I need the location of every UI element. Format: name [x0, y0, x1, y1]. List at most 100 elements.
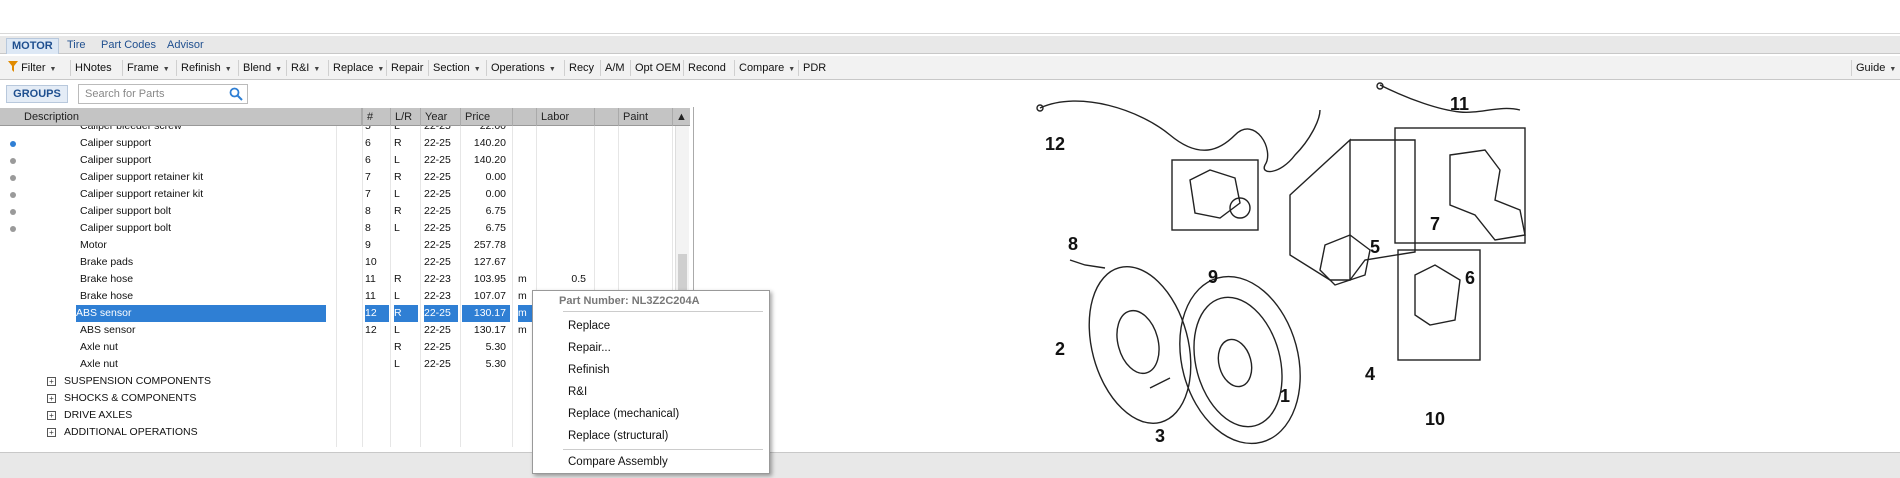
caliper-4: [1319, 234, 1371, 286]
section-button[interactable]: Section▼: [428, 60, 481, 76]
expand-icon[interactable]: +: [47, 411, 56, 420]
filter-button[interactable]: Filter▼: [4, 60, 56, 76]
menu-item-replace[interactable]: Replace: [568, 320, 611, 332]
sort-up-icon[interactable]: ▲: [672, 108, 690, 126]
cell-lr: L: [394, 324, 400, 336]
cell-lr: R: [394, 273, 402, 285]
operations-label: Operations: [491, 62, 545, 74]
context-menu-header: Part Number: NL3Z2C204A: [559, 295, 700, 307]
menu-item-refinish[interactable]: Refinish: [568, 364, 610, 376]
group-row[interactable]: + DRIVE AXLES: [0, 407, 675, 424]
cell-price: 0.00: [485, 188, 506, 200]
replace-button[interactable]: Replace▼: [328, 60, 384, 76]
menu-item-repair[interactable]: Repair...: [568, 342, 611, 354]
context-menu: Part Number: NL3Z2C204A Replace Repair..…: [532, 290, 770, 474]
group-row[interactable]: +SUSPENSION COMPONENTS: [0, 373, 675, 390]
col-lr[interactable]: L/R: [390, 108, 420, 126]
menu-item-replace-mechanical[interactable]: Replace (mechanical): [568, 408, 680, 420]
refinish-button[interactable]: Refinish▼: [176, 60, 232, 76]
callout-3: 3: [1155, 426, 1165, 446]
cell-year: 22-25: [424, 324, 451, 336]
group-label: DRIVE AXLES: [64, 409, 133, 421]
col-number[interactable]: #: [362, 108, 390, 126]
motor-box-9: [1171, 159, 1259, 231]
parts-diagram[interactable]: 1 2 3 4 5 6 7 8 9 10 11 12: [1020, 80, 1580, 450]
scrollbar-thumb[interactable]: [678, 254, 687, 304]
expand-icon[interactable]: +: [47, 394, 56, 403]
col-paint[interactable]: Paint: [618, 108, 672, 126]
col-description[interactable]: Description: [24, 111, 80, 123]
pdr-button[interactable]: PDR: [798, 60, 826, 76]
cell-labor: [538, 169, 590, 186]
col-filler: [336, 108, 362, 126]
operations-button[interactable]: Operations▼: [486, 60, 556, 76]
group-row[interactable]: +ADDITIONAL OPERATIONS: [0, 424, 675, 441]
bolt-3: [1149, 377, 1171, 389]
tab-part-codes[interactable]: Part Codes: [101, 39, 157, 51]
brake-pads-10: [1414, 264, 1461, 326]
search-icon[interactable]: [229, 87, 243, 101]
cell-price: 257.78: [473, 239, 506, 251]
hnotes-button[interactable]: HNotes: [70, 60, 112, 76]
menu-item-r-and-i[interactable]: R&I: [568, 386, 588, 398]
tab-advisor[interactable]: Advisor: [167, 39, 204, 51]
cell-num: 8: [365, 205, 371, 217]
recy-button[interactable]: Recy: [564, 60, 594, 76]
chevron-down-icon: ▼: [162, 66, 170, 73]
cell-lr: R: [394, 205, 402, 217]
cell-labor: [538, 254, 590, 271]
chevron-down-icon: ▼: [49, 66, 57, 73]
expand-icon[interactable]: +: [47, 377, 56, 386]
cell-year: 22-25: [424, 126, 451, 132]
cell-num: 11: [365, 273, 376, 285]
col-year[interactable]: Year: [420, 108, 460, 126]
cell-lr: L: [394, 358, 400, 370]
menu-separator: [563, 449, 763, 450]
toolbar: Filter▼ HNotes Frame▼ Refinish▼ Blend▼ R…: [0, 56, 1900, 80]
parts-panel: GROUPS Description # L/R Year Price Labo…: [0, 81, 694, 447]
caliper-assembly-box-4: [1289, 138, 1351, 281]
opt-oem-button[interactable]: Opt OEM: [630, 60, 681, 76]
compare-button[interactable]: Compare▼: [734, 60, 795, 76]
callout-12: 12: [1045, 134, 1065, 154]
guide-button[interactable]: Guide▼: [1851, 60, 1896, 76]
callout-2: 2: [1055, 339, 1065, 359]
cell-price: 130.17: [462, 305, 510, 322]
menu-item-compare-assembly[interactable]: Compare Assembly: [568, 456, 668, 468]
expand-icon[interactable]: +: [47, 428, 56, 437]
col-price[interactable]: Price: [460, 108, 512, 126]
blend-button[interactable]: Blend▼: [238, 60, 282, 76]
col-labor[interactable]: Labor: [536, 108, 594, 126]
frame-button[interactable]: Frame▼: [122, 60, 170, 76]
repair-button[interactable]: Repair: [386, 60, 423, 76]
tab-motor[interactable]: MOTOR: [6, 38, 59, 54]
r-and-i-button[interactable]: R&I▼: [286, 60, 320, 76]
cell-year: 22-25: [424, 171, 451, 183]
recond-button[interactable]: Recond: [683, 60, 726, 76]
group-row[interactable]: +SHOCKS & COMPONENTS: [0, 390, 675, 407]
cell-year: 22-25: [424, 188, 451, 200]
am-button[interactable]: A/M: [600, 60, 625, 76]
search-input[interactable]: [78, 84, 248, 104]
cell-desc: Caliper support bolt: [80, 205, 172, 217]
cell-labor: [538, 135, 590, 152]
tab-tire[interactable]: Tire: [67, 39, 86, 51]
menu-item-replace-structural[interactable]: Replace (structural): [568, 430, 669, 442]
groups-button[interactable]: GROUPS: [6, 85, 68, 103]
cell-price: 140.20: [473, 154, 506, 166]
